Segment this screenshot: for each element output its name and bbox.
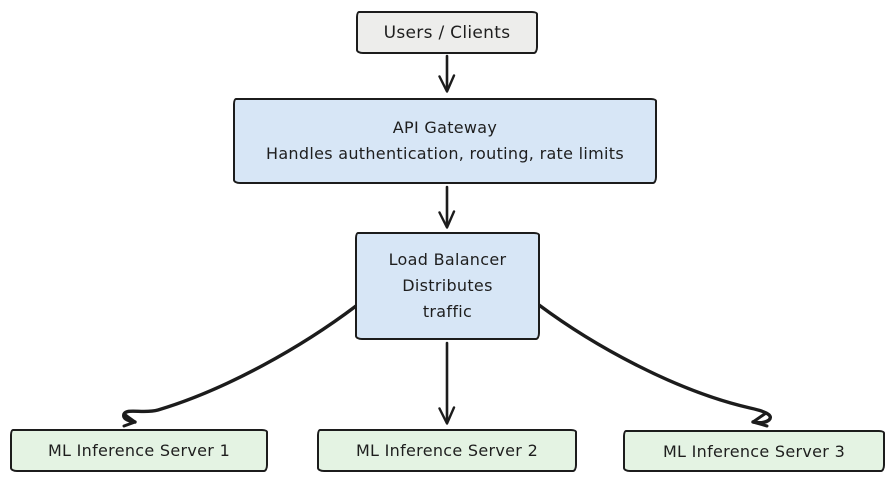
node-api-gateway-subtitle: Handles authentication, routing, rate li… (266, 144, 624, 163)
edge-load-balancer-to-server2 (438, 341, 456, 425)
arrowhead-down-icon (438, 406, 456, 425)
node-load-balancer-title: Load Balancer (388, 250, 507, 269)
arrowhead-down-icon (438, 74, 456, 93)
node-ml-inference-server-1-label: ML Inference Server 1 (47, 441, 231, 460)
node-api-gateway-title: API Gateway (392, 118, 498, 137)
node-load-balancer-subtitle: Distributes traffic (402, 276, 493, 321)
node-load-balancer: Load Balancer Distributes traffic (355, 232, 540, 340)
edge-gateway-to-load-balancer (438, 185, 456, 229)
arrowhead-down-icon (438, 210, 456, 229)
node-ml-inference-server-3: ML Inference Server 3 (623, 430, 885, 472)
edge-load-balancer-to-server1 (122, 304, 358, 428)
node-users-clients: Users / Clients (356, 11, 538, 54)
arrowhead-hook-icon (751, 411, 769, 428)
edge-users-to-gateway (438, 54, 456, 93)
node-ml-inference-server-1: ML Inference Server 1 (10, 429, 268, 472)
node-ml-inference-server-2-label: ML Inference Server 2 (355, 441, 539, 460)
node-api-gateway: API Gateway Handles authentication, rout… (233, 98, 657, 184)
edge-load-balancer-to-server3 (537, 303, 772, 428)
node-ml-inference-server-3-label: ML Inference Server 3 (662, 441, 846, 461)
arrowhead-hook-icon (122, 412, 137, 428)
node-users-clients-label: Users / Clients (383, 22, 511, 43)
node-ml-inference-server-2: ML Inference Server 2 (317, 429, 577, 472)
